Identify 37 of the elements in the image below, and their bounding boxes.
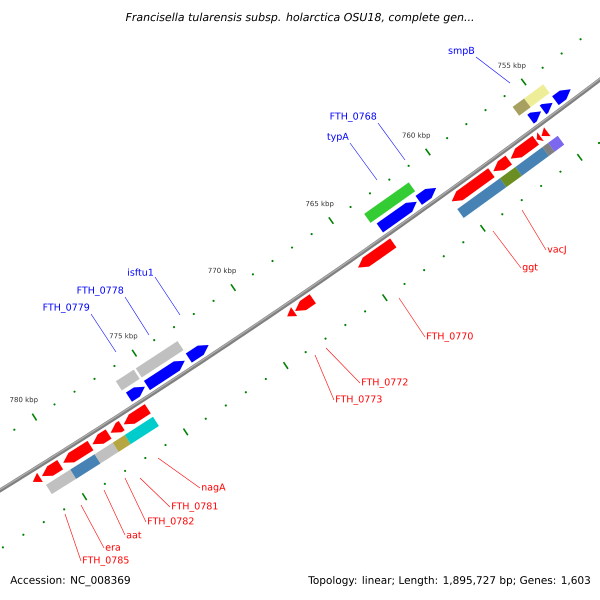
leader-line: [140, 478, 170, 508]
accession-text: Accession: NC_008369: [10, 576, 130, 586]
gene-label: ggt: [522, 264, 538, 272]
gene-label: era: [106, 545, 120, 551]
leader-line: [124, 296, 150, 336]
leader-line: [378, 122, 406, 160]
gene-label: FTH_0781: [172, 502, 218, 512]
leader-line: [158, 458, 200, 488]
title: Francisella tularensis subsp. holarctica OSU18, complete gen...: [126, 12, 474, 24]
leader-line: [80, 504, 104, 548]
leader-line: [476, 56, 510, 84]
gene-label: vacJ: [548, 246, 566, 254]
gene-label: FTH_0772: [362, 378, 408, 388]
gene-label: FTH_0778: [78, 286, 124, 296]
leader-line: [154, 276, 180, 316]
leader-line: [326, 348, 360, 384]
gene-label: FTH_0770: [427, 332, 473, 342]
gene-label: isftu1: [128, 268, 153, 276]
gene-label: FTH_0773: [336, 395, 382, 405]
leader-line: [522, 210, 546, 250]
gene-label: nagA: [202, 484, 226, 492]
leader-line: [492, 230, 522, 268]
gene-label: typA: [327, 132, 349, 142]
leader-line: [104, 490, 126, 536]
gene-label: FTH_0785: [83, 556, 129, 566]
leader-line: [124, 478, 146, 522]
leader-line: [314, 354, 334, 400]
leader-line: [398, 298, 426, 338]
topology-text: Topology: linear; Length: 1,895,727 bp; Genes: 1,603: [308, 576, 590, 586]
gene-label: FTH_0782: [148, 517, 194, 527]
leader-line: [64, 514, 82, 562]
leader-line: [90, 314, 116, 352]
gene-label: aat: [126, 532, 142, 538]
gene-label: FTH_0768: [330, 112, 376, 122]
gene-label: FTH_0779: [44, 304, 90, 313]
gene-label: smpB: [448, 46, 474, 56]
leader-line: [350, 142, 378, 180]
